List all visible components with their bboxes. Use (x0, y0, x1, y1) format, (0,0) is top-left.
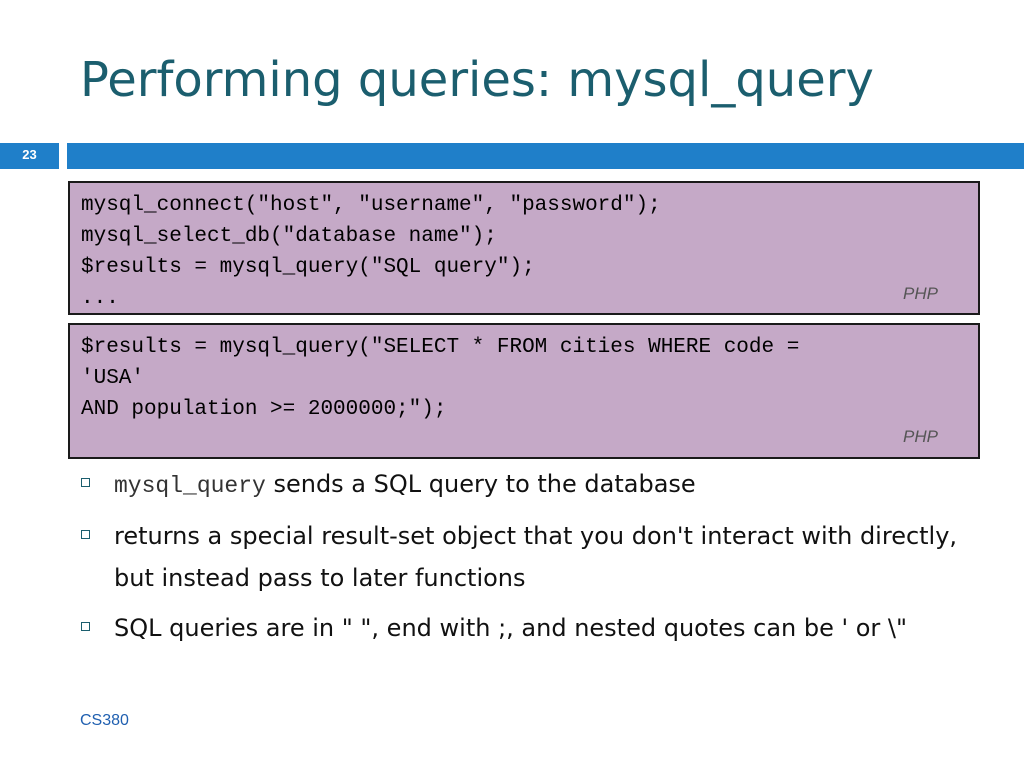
bullet-item: returns a special result-set object that… (79, 515, 959, 599)
footer-course-label: CS380 (80, 712, 129, 729)
inline-code: mysql_query (114, 473, 266, 499)
slide-title: Performing queries: mysql_query (80, 52, 874, 108)
bullet-text: returns a special result-set object that… (114, 522, 958, 592)
bullet-item: SQL queries are in " ", end with ;, and … (79, 607, 959, 649)
square-bullet-icon (81, 478, 90, 487)
code-block-query: $results = mysql_query("SELECT * FROM ci… (68, 323, 980, 459)
code-text: $results = mysql_query("SELECT * FROM ci… (81, 336, 800, 421)
bullet-item: mysql_query sends a SQL query to the dat… (79, 463, 959, 507)
square-bullet-icon (81, 530, 90, 539)
slide-number: 23 (0, 143, 59, 169)
code-text: mysql_connect("host", "username", "passw… (81, 194, 661, 310)
bullet-list: mysql_query sends a SQL query to the dat… (79, 463, 959, 657)
square-bullet-icon (81, 622, 90, 631)
language-label: PHP (903, 427, 938, 446)
bullet-text: sends a SQL query to the database (265, 470, 696, 498)
bullet-text: SQL queries are in " ", end with ;, and … (114, 614, 908, 642)
language-label: PHP (903, 284, 938, 303)
code-block-connect: mysql_connect("host", "username", "passw… (68, 181, 980, 315)
header-bar (67, 143, 1024, 169)
